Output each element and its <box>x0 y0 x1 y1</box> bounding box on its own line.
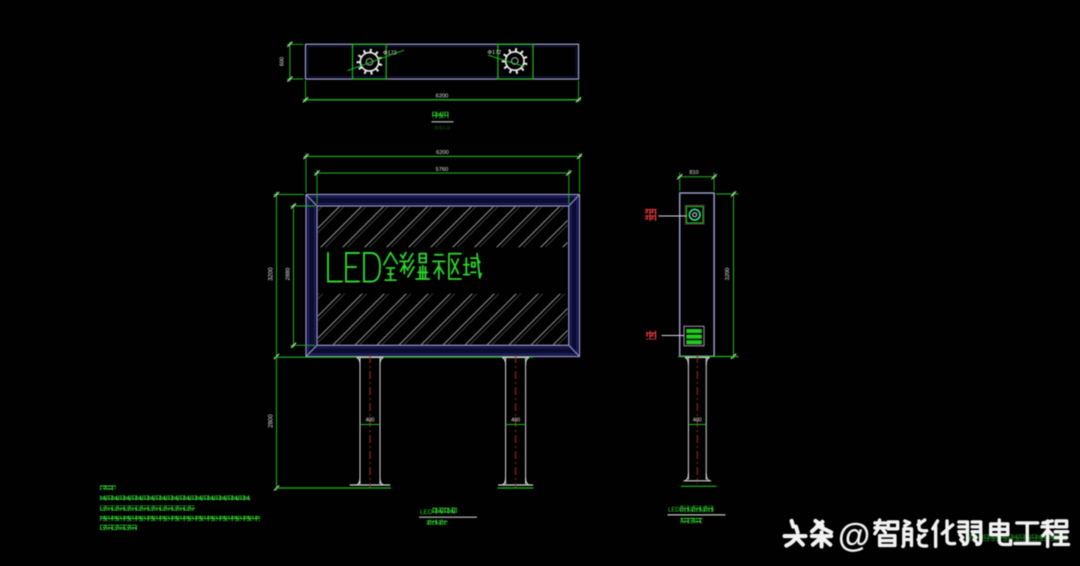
svg-text:LED: LED <box>420 509 433 516</box>
svg-text:Φ172: Φ172 <box>383 51 397 57</box>
svg-text:5760: 5760 <box>436 167 449 173</box>
svg-text:400: 400 <box>511 418 520 424</box>
svg-text:2800: 2800 <box>268 414 274 428</box>
svg-text:400: 400 <box>693 418 702 424</box>
svg-text:LED: LED <box>668 508 680 514</box>
svg-text:2880: 2880 <box>285 268 291 281</box>
svg-text:@: @ <box>838 517 870 554</box>
svg-text:3200: 3200 <box>725 268 731 281</box>
svg-text:6200: 6200 <box>436 93 449 99</box>
svg-text:Φ172: Φ172 <box>488 50 502 56</box>
svg-text:400: 400 <box>366 418 375 424</box>
svg-text:600: 600 <box>280 57 286 66</box>
svg-text:6200: 6200 <box>436 150 449 156</box>
svg-text:810: 810 <box>689 170 698 176</box>
svg-text:3200: 3200 <box>268 267 274 281</box>
